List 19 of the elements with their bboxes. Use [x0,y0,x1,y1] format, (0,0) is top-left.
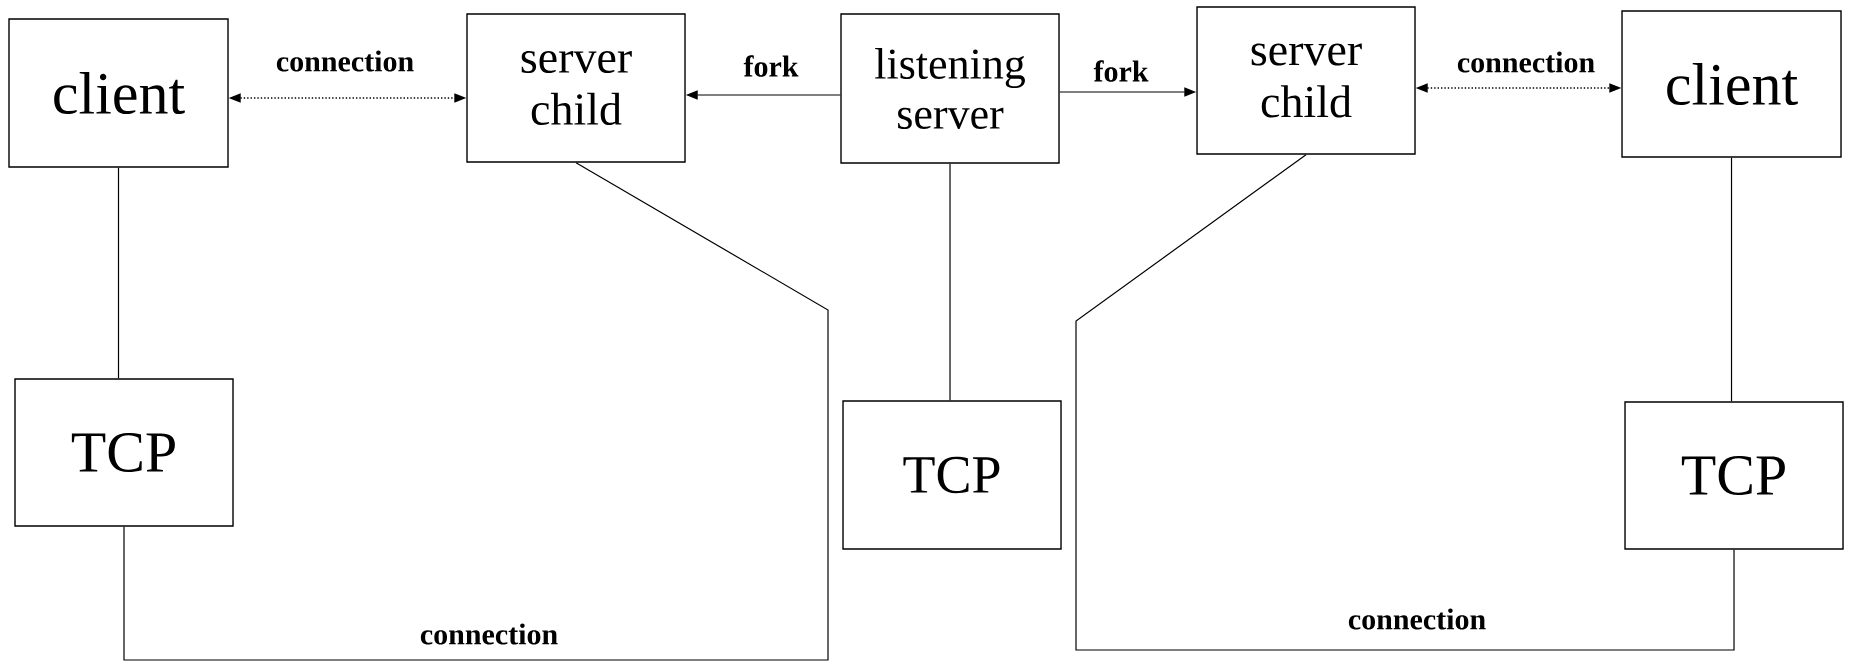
edge-label: fork [741,53,801,79]
process-box: client [8,18,229,168]
process-box: client [1621,10,1842,158]
process-box: TCP [842,400,1062,550]
edge-label: connection [417,621,561,647]
process-box: TCP [1624,401,1844,550]
connector-line [1730,157,1733,402]
edge-label: connection [1345,606,1489,632]
connector-line [1075,154,1735,651]
edge-label: connection [273,48,417,74]
connector-line [117,167,120,379]
process-box: listening server [840,13,1060,164]
process-box: server child [466,13,686,163]
process-box: TCP [14,378,234,527]
edge-label: connection [1454,49,1598,75]
connector-line [123,162,829,661]
edge-label: fork [1091,58,1151,84]
process-box: server child [1196,6,1416,155]
connector-line [949,163,951,401]
